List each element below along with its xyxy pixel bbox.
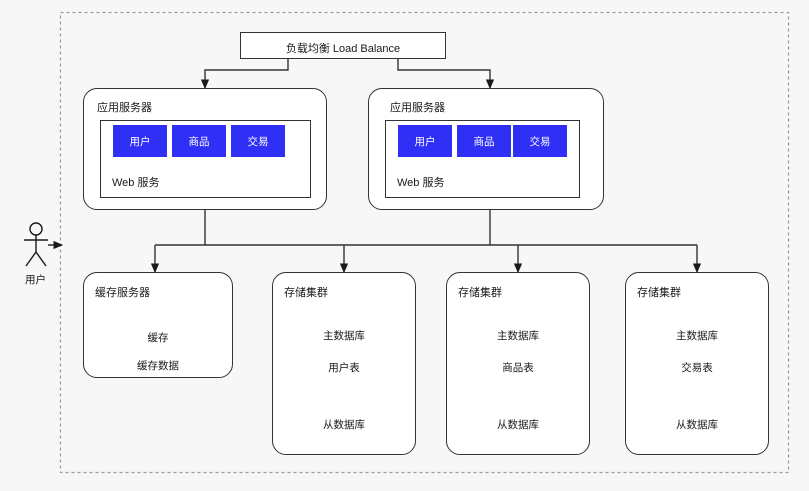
web-service-label-2: Web 服务 (397, 177, 445, 189)
storage-cluster-title-3: 存储集群 (637, 287, 681, 299)
module-user-1[interactable]: 用户 (113, 125, 167, 157)
slave-db-label-1: 从数据库 (323, 419, 365, 431)
cache-server-node[interactable] (83, 272, 233, 378)
app-server-title-2: 应用服务器 (390, 102, 445, 114)
bus-to-data-tier-connector (150, 245, 702, 274)
module-user-2[interactable]: 用户 (398, 125, 452, 157)
module-product-1[interactable]: 商品 (172, 125, 226, 157)
module-trade-1[interactable]: 交易 (231, 125, 285, 157)
storage-cluster-caption-1: 用户表 (328, 362, 360, 374)
storage-cluster-node-1[interactable] (272, 272, 416, 455)
lb-to-appservers-connector (200, 59, 495, 90)
web-service-label-1: Web 服务 (112, 177, 160, 189)
appservers-to-bus-connector (155, 210, 697, 246)
cache-server-title: 缓存服务器 (95, 287, 150, 299)
slave-db-label-2: 从数据库 (497, 419, 539, 431)
cache-caption: 缓存数据 (137, 360, 179, 372)
module-product-2[interactable]: 商品 (457, 125, 511, 157)
master-db-label-3: 主数据库 (676, 330, 718, 342)
actor-label: 用户 (25, 274, 46, 286)
load-balancer-label: 负载均衡 Load Balance (285, 43, 401, 55)
storage-cluster-caption-2: 商品表 (502, 362, 534, 374)
storage-cluster-caption-3: 交易表 (681, 362, 713, 374)
load-balancer-node[interactable] (240, 32, 446, 59)
storage-cluster-node-3[interactable] (625, 272, 769, 455)
master-db-label-2: 主数据库 (497, 330, 539, 342)
storage-cluster-title-2: 存储集群 (458, 287, 502, 299)
slave-db-label-3: 从数据库 (676, 419, 718, 431)
storage-cluster-node-2[interactable] (446, 272, 590, 455)
cache-cylinder-label: 缓存 (147, 332, 169, 344)
master-db-label-1: 主数据库 (323, 330, 365, 342)
stick-figure-icon (24, 222, 48, 267)
storage-cluster-title-1: 存储集群 (284, 287, 328, 299)
app-server-title-1: 应用服务器 (97, 102, 152, 114)
module-trade-2[interactable]: 交易 (513, 125, 567, 157)
